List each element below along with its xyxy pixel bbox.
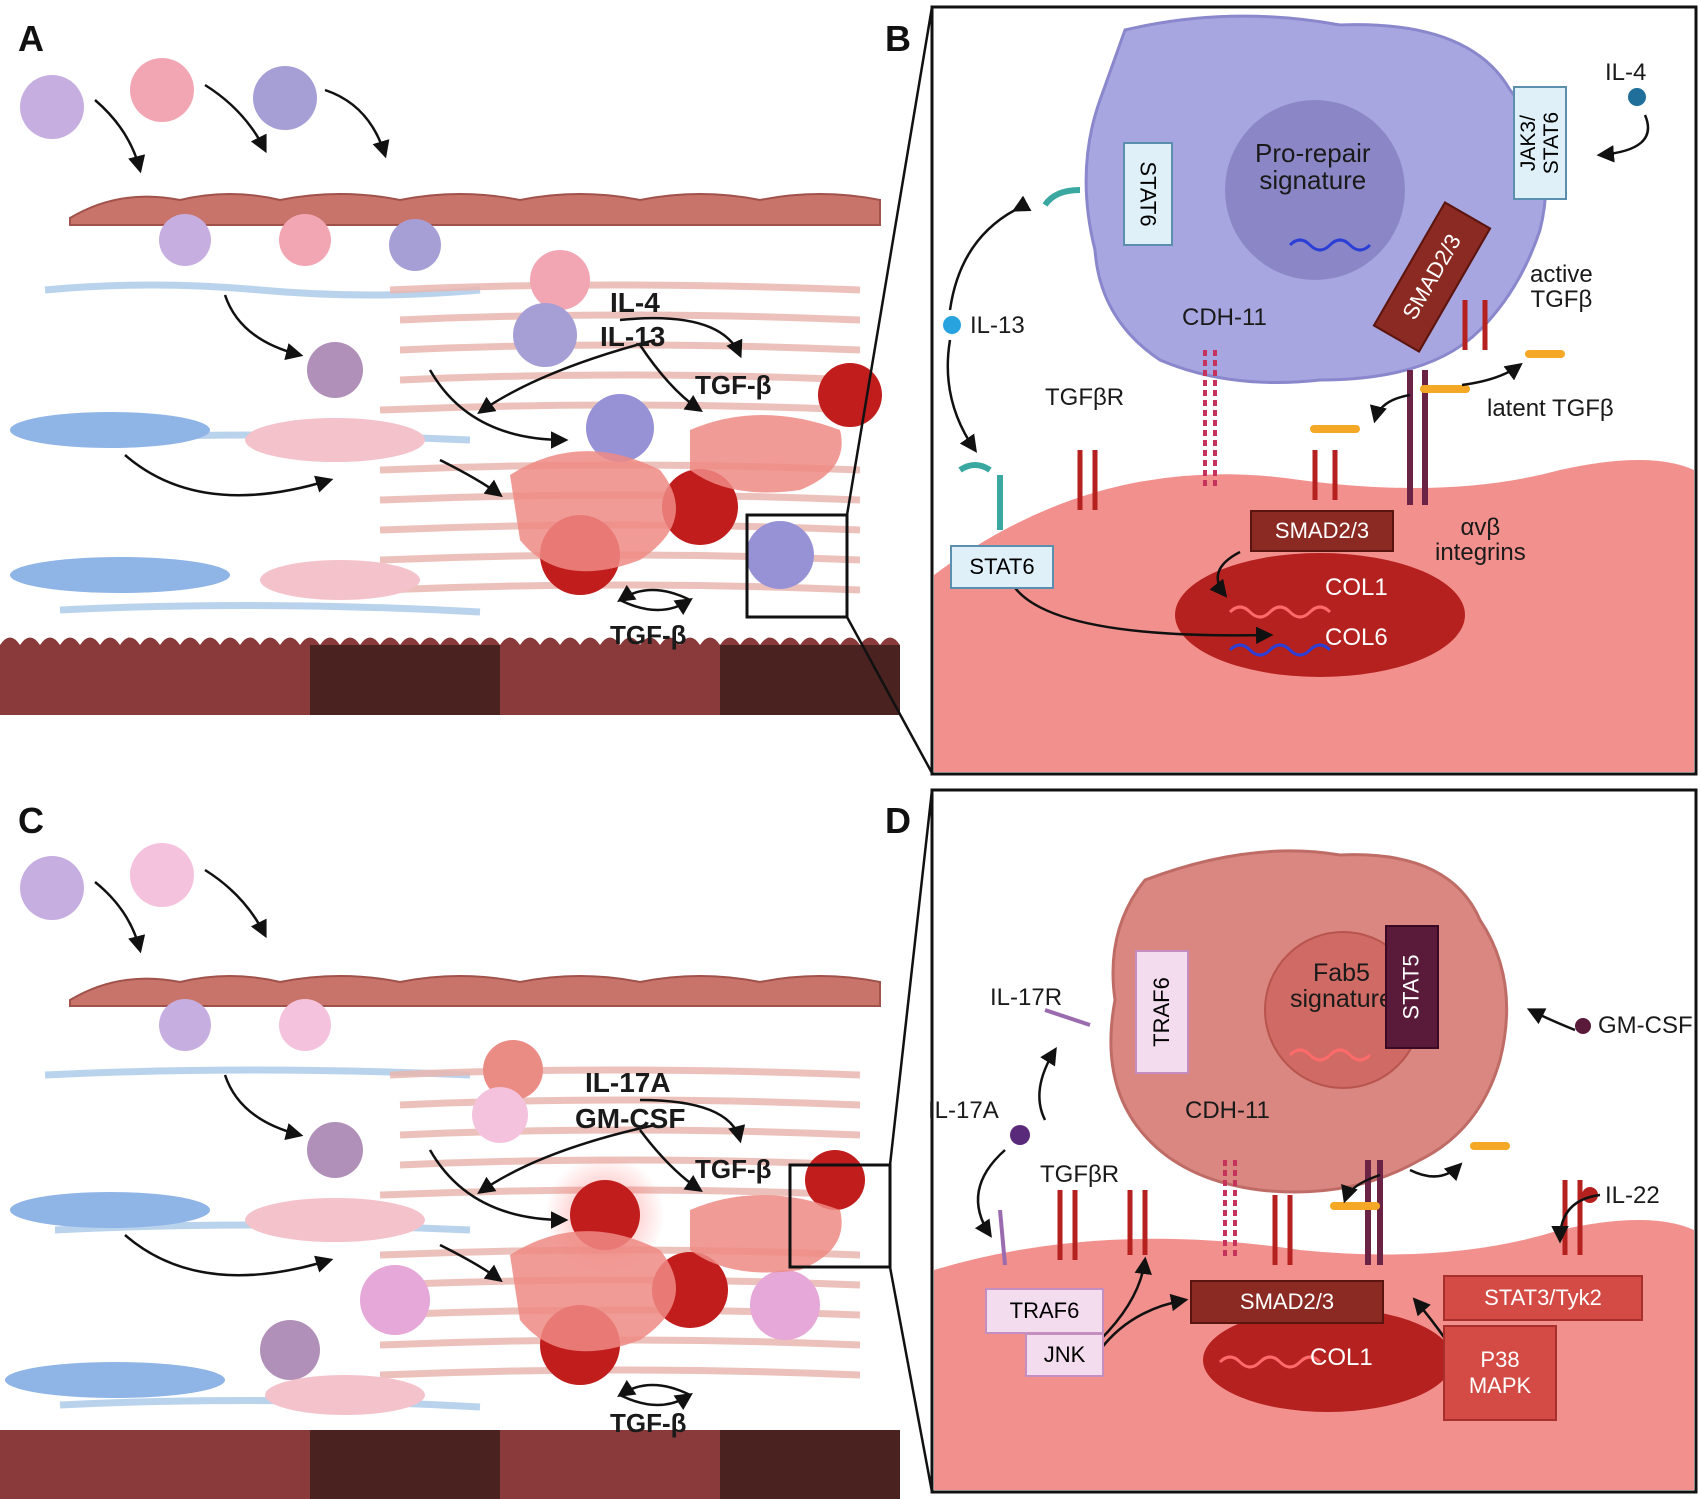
tgf-beta-label-2: TGF-β (610, 620, 687, 650)
zoom-box-a (745, 513, 849, 619)
neutrophil-a (130, 58, 194, 122)
gmcsf-label: GM-CSF (1598, 1012, 1693, 1039)
panel-a-tissue (0, 6, 934, 774)
traf6-box-fibroblast: TRAF6 (985, 1288, 1104, 1334)
panel-d-detail (930, 788, 1698, 1494)
panel-b-detail (930, 5, 1698, 776)
smad23-box-fibroblast: SMAD2/3 (1250, 510, 1394, 552)
cytokine-label-il17a: IL-17A (585, 1067, 671, 1098)
pro-repair-signature-label: Pro-repair signature (1255, 138, 1371, 196)
jnk-box: JNK (1025, 1333, 1104, 1377)
il13-label: IL-13 (970, 312, 1025, 339)
panel-letter-c: C (18, 800, 44, 841)
cdh11-label-b: CDH-11 (1182, 304, 1267, 331)
integrins-label: αvβ integrins (1435, 514, 1526, 567)
panel-letter-b: B (885, 18, 911, 59)
tgf-beta-label-3: TGF-β (695, 1154, 772, 1184)
endothelium-a (69, 193, 881, 226)
cytokine-label-gmcsf: GM-CSF (575, 1103, 686, 1134)
panel-c-tissue (0, 789, 934, 1499)
stat6-box-macrophage: STAT6 (1123, 142, 1173, 246)
fibroblast-a (10, 412, 210, 448)
tgfbr-label-d: TGFβR (1040, 1161, 1120, 1188)
eosinophil-a (253, 66, 317, 130)
nucleus-b (1225, 100, 1405, 280)
pro-repair-macrophage-a (586, 394, 654, 462)
fab5-signature-label: Fab5 signature (1290, 959, 1393, 1014)
smad23-box-d: SMAD2/3 (1190, 1280, 1384, 1324)
stat6-box-fibroblast: STAT6 (950, 545, 1054, 589)
col6-label-b: COL6 (1325, 624, 1388, 651)
p38-mapk-box: P38 MAPK (1443, 1325, 1557, 1421)
active-tgfb-label: active TGFβ (1530, 261, 1593, 314)
latent-tgfb-label: latent TGFβ (1487, 395, 1614, 422)
epithelium-a (0, 637, 900, 715)
il22-label: IL-22 (1605, 1182, 1660, 1209)
il17r-label: IL-17R (990, 984, 1063, 1011)
zoom-box-c (788, 1163, 892, 1269)
cytokine-label-il4: IL-4 (610, 287, 660, 318)
jak3-stat6-box: JAK3/ STAT6 (1513, 86, 1567, 200)
fibroblast-nucleus-d (1203, 1308, 1453, 1412)
cdh11-label-d: CDH-11 (1185, 1097, 1270, 1124)
il4-label: IL-4 (1605, 59, 1647, 86)
col1-label-d: COL1 (1310, 1344, 1373, 1371)
monocyte-a (20, 75, 84, 139)
il17a-label: IL-17A (928, 1097, 999, 1124)
macrophage-apoptotic-a (307, 342, 363, 398)
tgf-beta-label-1: TGF-β (695, 370, 772, 400)
stat5-box: STAT5 (1385, 925, 1439, 1049)
col1-label-b: COL1 (1325, 574, 1388, 601)
stat3-tyk2-box: STAT3/Tyk2 (1443, 1275, 1643, 1321)
panel-letter-d: D (885, 800, 911, 841)
panel-letter-a: A (18, 18, 44, 59)
cytokine-label-il13: IL-13 (600, 321, 666, 352)
traf6-box-macrophage: TRAF6 (1135, 950, 1189, 1074)
tgf-beta-label-4: TGF-β (610, 1408, 687, 1438)
tgfbr-label-b: TGFβR (1045, 384, 1125, 411)
